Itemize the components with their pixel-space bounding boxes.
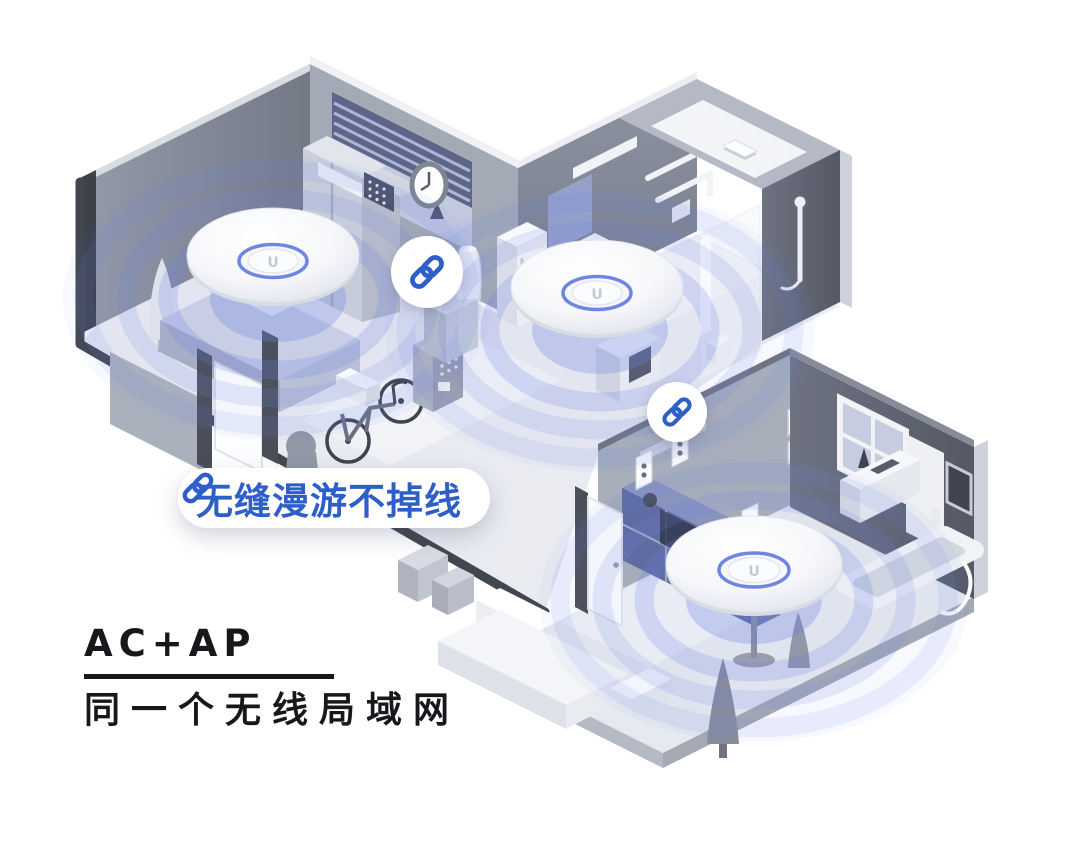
access-point-bedroom: U — [186, 207, 360, 306]
link-icon — [178, 468, 218, 508]
desk — [840, 450, 920, 523]
window-vase — [858, 448, 870, 468]
table-lamp — [454, 245, 482, 301]
ottoman — [610, 668, 672, 699]
shower-wall-edge — [840, 150, 852, 308]
access-point-bathroom: U — [510, 239, 684, 338]
caption-divider — [84, 673, 334, 679]
bicycle — [325, 368, 424, 464]
power-cable — [940, 560, 973, 616]
shower-tray — [651, 100, 807, 178]
bathroom-mirror — [548, 174, 592, 254]
speaker-grille — [364, 172, 394, 212]
desk-lamp-ball — [643, 493, 657, 507]
wall-clock — [409, 161, 449, 209]
caption-title: AC+AP — [84, 622, 257, 665]
ap-logo: U — [748, 564, 759, 580]
caption-block: AC+AP 同一个无线局域网 — [84, 622, 461, 731]
vanity-counter — [318, 162, 362, 198]
living-plants — [707, 612, 810, 758]
roaming-callout-label: 无缝漫游不掉线 — [196, 480, 462, 523]
washing-machine — [596, 326, 660, 402]
tablet — [870, 459, 900, 474]
sofa — [438, 588, 672, 729]
light-switch — [931, 509, 940, 524]
access-point-living: U — [665, 515, 843, 616]
shower-door — [700, 234, 711, 336]
roaming-callout: 无缝漫游不掉线 — [178, 468, 490, 528]
caption-subtitle: 同一个无线局域网 — [84, 689, 461, 731]
ceiling-device — [721, 139, 759, 160]
picture-frame — [945, 460, 973, 517]
bedroom-left-wall — [96, 64, 310, 326]
link-badge-bedroom-bathroom — [391, 236, 463, 308]
ap-logo: U — [267, 255, 278, 271]
living-door — [575, 486, 623, 628]
bathtub — [836, 526, 984, 616]
bike-crate — [336, 368, 380, 406]
shower-fixture — [780, 196, 806, 291]
link-badge-hallway-living — [647, 382, 707, 442]
speaker-left — [635, 449, 653, 491]
living-wall-edge — [974, 440, 988, 599]
side-cabinet — [424, 245, 482, 363]
paper-holder — [672, 199, 690, 223]
bathroom-shelf — [573, 136, 637, 179]
room-shower — [619, 79, 852, 382]
boxes — [398, 545, 474, 615]
ap-logo: U — [591, 287, 602, 303]
door-recess — [110, 352, 205, 472]
